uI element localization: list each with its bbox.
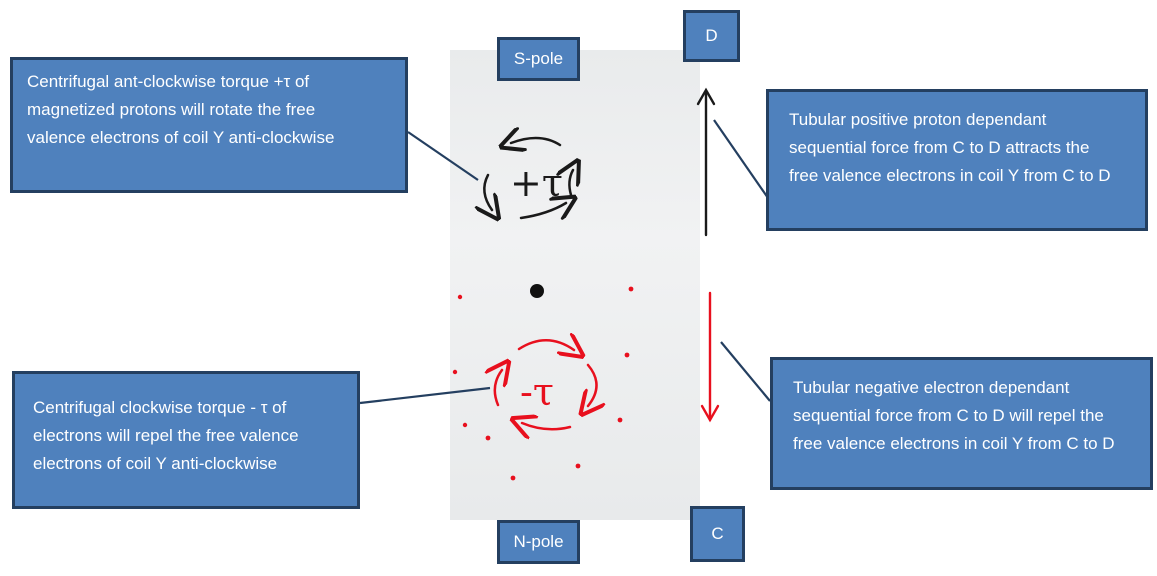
point-d-label: D <box>683 10 740 62</box>
proton-force-arrow <box>696 87 716 237</box>
center-dot <box>530 284 544 298</box>
electron-dots <box>452 286 634 481</box>
n-pole-label: N-pole <box>497 520 580 564</box>
ccw-rotation-arrows <box>484 138 573 218</box>
plus-tau-mark: +τ <box>510 161 563 205</box>
proton-force-note: Tubular positive proton dependant sequen… <box>766 89 1148 231</box>
s-pole-torque-note: Centrifugal ant-clockwise torque +τ of m… <box>10 57 408 193</box>
n-pole-torque-note: Centrifugal clockwise torque - τ of elec… <box>12 371 360 509</box>
minus-tau-mark: -τ <box>520 370 554 414</box>
electron-force-arrow <box>700 291 720 423</box>
electron-force-note: Tubular negative electron dependant sequ… <box>770 357 1153 490</box>
point-c-label: C <box>690 506 745 562</box>
s-pole-label: S-pole <box>497 37 580 81</box>
photo-card <box>450 50 700 520</box>
cw-rotation-arrows <box>495 340 597 429</box>
leader-lines <box>359 119 771 405</box>
